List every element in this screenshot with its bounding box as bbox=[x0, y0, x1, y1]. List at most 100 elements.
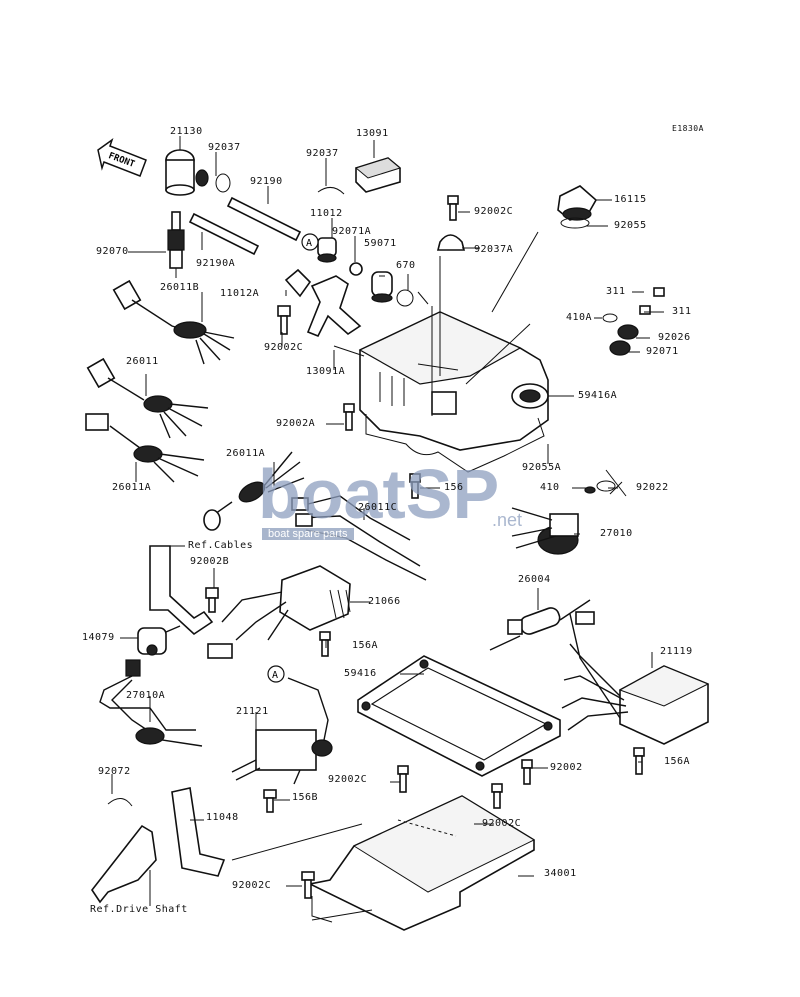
part-label[interactable]: 59416A bbox=[578, 390, 618, 401]
part-label[interactable]: 21119 bbox=[660, 646, 693, 657]
part-label[interactable]: 156 bbox=[444, 482, 464, 493]
bolt-92002-mid bbox=[521, 759, 533, 785]
switch-14079 bbox=[137, 625, 181, 656]
part-label[interactable]: 311 bbox=[606, 286, 626, 297]
grommet-92026 bbox=[617, 324, 639, 340]
part-label[interactable]: 26011 bbox=[126, 356, 159, 367]
cable-26011 bbox=[86, 357, 209, 439]
part-label[interactable]: 92055 bbox=[614, 220, 647, 231]
part-label[interactable]: 92002C bbox=[264, 342, 304, 353]
part-label[interactable]: 92037 bbox=[208, 142, 241, 153]
cdi-unit-21119 bbox=[561, 611, 710, 745]
part-label[interactable]: 92071 bbox=[646, 346, 679, 357]
front-arrow: FRONT bbox=[97, 138, 147, 177]
part-label[interactable]: 26011B bbox=[160, 282, 200, 293]
ring-92071a bbox=[349, 262, 363, 276]
bracket-13091a bbox=[306, 275, 362, 338]
bolt-156b bbox=[263, 789, 277, 813]
part-label[interactable]: 26011A bbox=[112, 482, 152, 493]
part-label[interactable]: 92002C bbox=[474, 206, 514, 217]
part-label[interactable]: 26004 bbox=[518, 574, 551, 585]
part-label[interactable]: 92002C bbox=[482, 818, 522, 829]
part-label[interactable]: 92070 bbox=[96, 246, 129, 257]
bracket-11048 bbox=[171, 787, 226, 877]
bolt-92002c-bottom bbox=[301, 871, 315, 899]
part-label[interactable]: Ref.Cables bbox=[188, 540, 254, 551]
part-label[interactable]: 21130 bbox=[170, 126, 203, 137]
part-label[interactable]: 410A bbox=[566, 312, 593, 323]
bolt-92002c-top bbox=[447, 195, 459, 221]
cap-16115 bbox=[557, 185, 598, 221]
cable-26011a bbox=[85, 413, 205, 483]
sensor-27010a bbox=[99, 659, 203, 747]
cable-26011a-center bbox=[203, 451, 305, 531]
diagram-code: E1830A bbox=[672, 124, 704, 133]
part-label[interactable]: 92190A bbox=[196, 258, 236, 269]
ref-drive-shaft-bracket bbox=[91, 824, 157, 904]
part-label[interactable]: 26011C bbox=[358, 502, 398, 513]
washer-410a bbox=[602, 313, 618, 323]
spark-plug-cap-21130 bbox=[165, 149, 209, 196]
part-label[interactable]: 92002C bbox=[328, 774, 368, 785]
part-label[interactable]: 13091A bbox=[306, 366, 346, 377]
part-label[interactable]: 16115 bbox=[614, 194, 647, 205]
part-label[interactable]: 14079 bbox=[82, 632, 115, 643]
part-label[interactable]: 27010 bbox=[600, 528, 633, 539]
part-label[interactable]: 21066 bbox=[368, 596, 401, 607]
base-plate-34001 bbox=[307, 795, 536, 931]
part-label[interactable]: 21121 bbox=[236, 706, 269, 717]
part-label[interactable]: 92002 bbox=[550, 762, 583, 773]
grommet-59071 bbox=[371, 271, 393, 303]
sensor-27010 bbox=[511, 507, 579, 555]
bracket-13091 bbox=[354, 157, 402, 193]
spark-plug-92070 bbox=[167, 211, 185, 278]
part-label[interactable]: 59416 bbox=[344, 668, 377, 679]
part-label[interactable]: 92037 bbox=[306, 148, 339, 159]
part-label[interactable]: 92002C bbox=[232, 880, 272, 891]
part-label[interactable]: 92037A bbox=[474, 244, 514, 255]
part-label[interactable]: 11048 bbox=[206, 812, 239, 823]
o-ring-670 bbox=[396, 289, 414, 307]
part-label[interactable]: 670 bbox=[396, 260, 416, 271]
part-label[interactable]: 156A bbox=[664, 756, 691, 767]
bolt-156a-upper bbox=[319, 631, 331, 657]
electrical-box-59416a bbox=[358, 311, 549, 451]
part-label[interactable]: 11012A bbox=[220, 288, 260, 299]
o-ring-92022 bbox=[596, 480, 616, 492]
part-label[interactable]: 92072 bbox=[98, 766, 131, 777]
part-label[interactable]: 92022 bbox=[636, 482, 669, 493]
part-label[interactable]: 311 bbox=[672, 306, 692, 317]
cable-26011c bbox=[291, 495, 427, 581]
ref-drive-shaft-label[interactable]: Ref.Drive Shaft bbox=[90, 904, 188, 915]
part-label[interactable]: 92002A bbox=[276, 418, 316, 429]
marker-a-top: A bbox=[301, 233, 319, 251]
part-label[interactable]: 92071A bbox=[332, 226, 372, 237]
bolt-156a-right bbox=[633, 747, 645, 775]
svg-text:.net: .net bbox=[492, 510, 522, 530]
part-label[interactable]: 156A bbox=[352, 640, 379, 651]
grommet-11012 bbox=[317, 237, 337, 263]
svg-text:A: A bbox=[272, 670, 278, 681]
plate-59416 bbox=[357, 655, 561, 777]
part-label[interactable]: 92026 bbox=[658, 332, 691, 343]
part-label[interactable]: 156B bbox=[292, 792, 319, 803]
part-label[interactable]: 92002B bbox=[190, 556, 230, 567]
part-label[interactable]: 410 bbox=[540, 482, 560, 493]
part-label[interactable]: 34001 bbox=[544, 868, 577, 879]
tube-92190 bbox=[226, 196, 302, 242]
grommet-11012a bbox=[284, 268, 312, 298]
o-ring-92055 bbox=[560, 217, 590, 229]
watermark-tagline: boat spare parts bbox=[262, 528, 354, 540]
part-label[interactable]: 92190 bbox=[250, 176, 283, 187]
part-label[interactable]: 26011A bbox=[226, 448, 266, 459]
part-label[interactable]: 92055A bbox=[522, 462, 562, 473]
part-label[interactable]: 59071 bbox=[364, 238, 397, 249]
bolt-92002b bbox=[205, 587, 219, 613]
part-label[interactable]: 27010A bbox=[126, 690, 166, 701]
part-label[interactable]: 11012 bbox=[310, 208, 343, 219]
part-label[interactable]: 13091 bbox=[356, 128, 389, 139]
clamp-92037a bbox=[436, 234, 466, 251]
bolt-92002c-upper bbox=[397, 765, 409, 793]
bolt-156 bbox=[409, 473, 421, 499]
